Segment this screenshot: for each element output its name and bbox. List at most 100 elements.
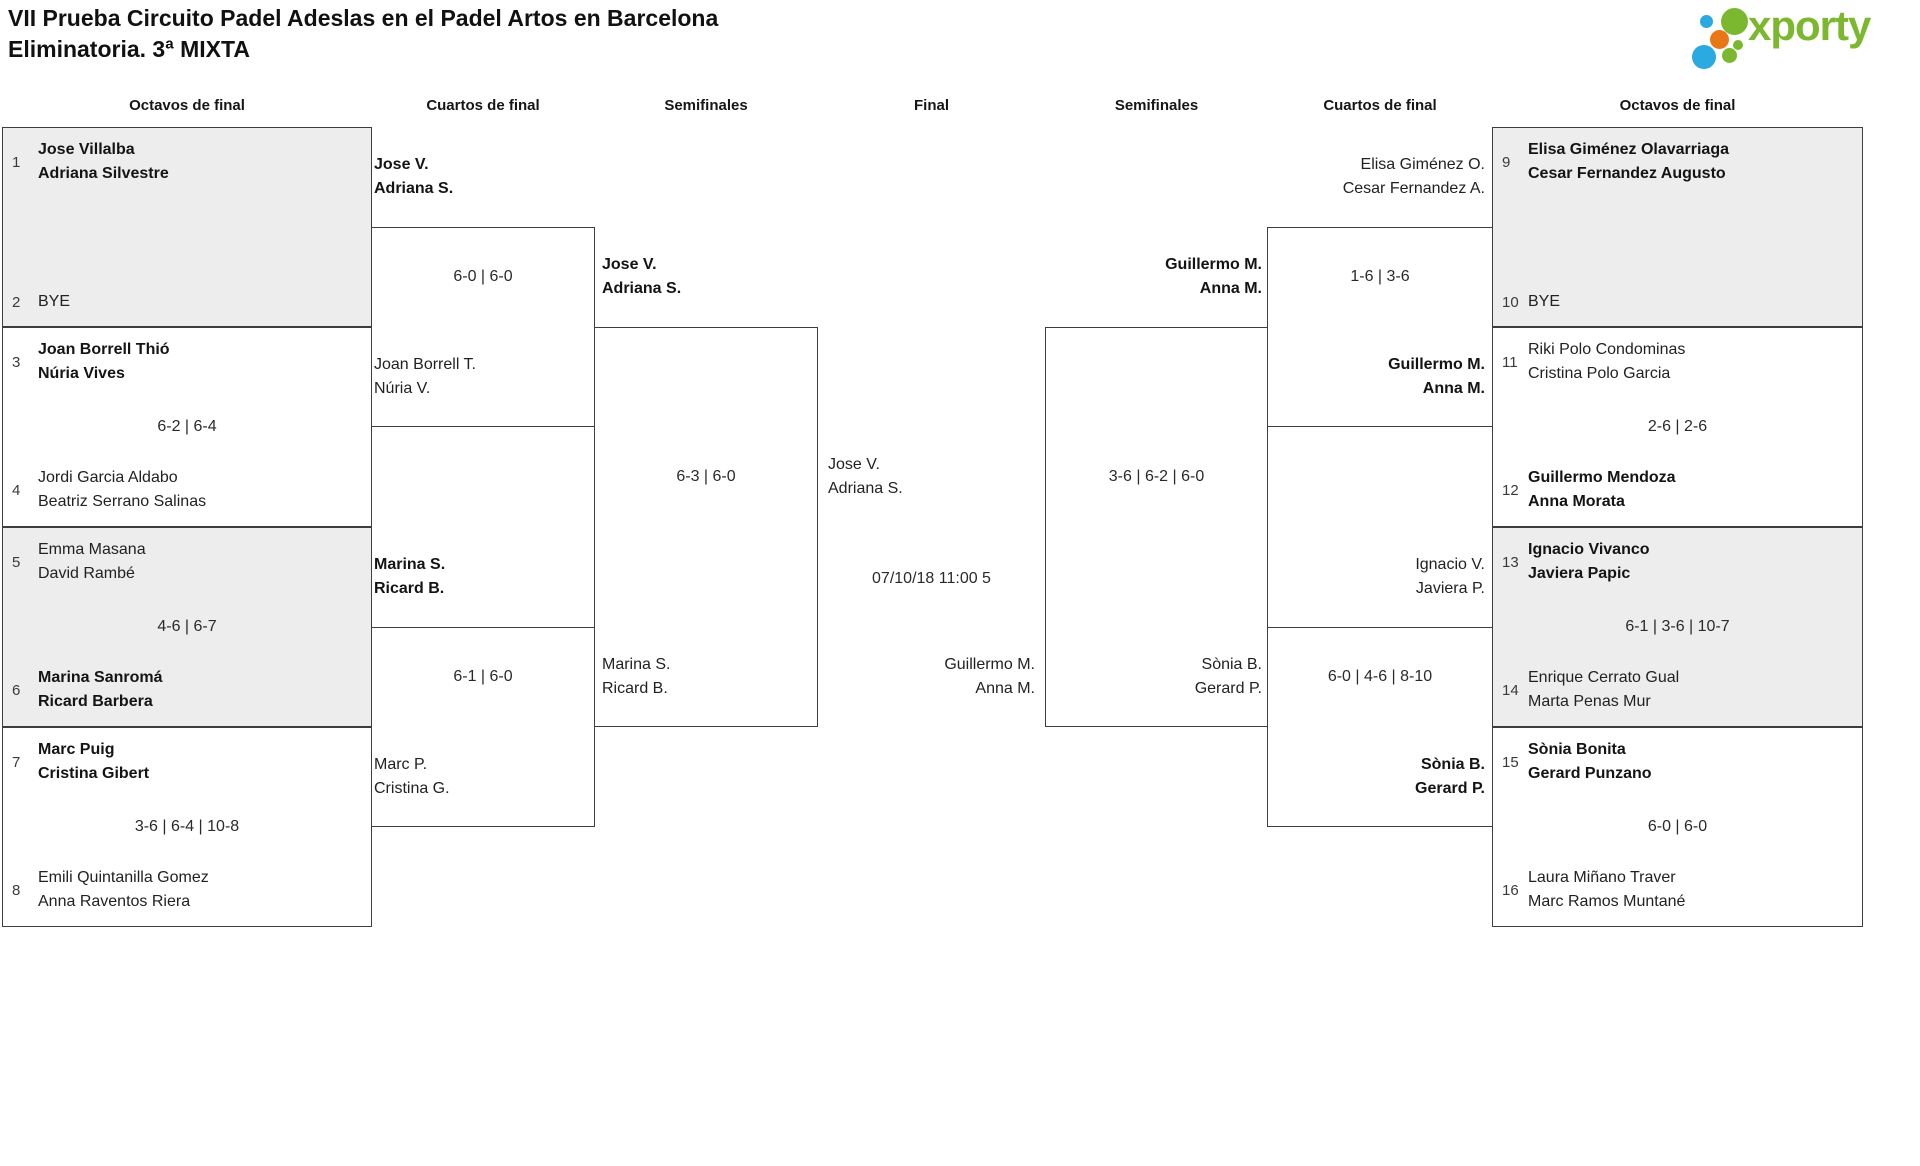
- seed-number: 10: [1502, 293, 1519, 311]
- final-left-team: Jose V.Adriana S.: [828, 456, 903, 497]
- qf-left-1-top-team: Jose V.Adriana S.: [374, 156, 454, 197]
- qf-left-1-score: 6-0 | 6-0: [453, 268, 513, 285]
- final-datetime: 07/10/18 11:00 5: [872, 570, 991, 587]
- seed-number: 7: [12, 753, 21, 771]
- team-names: BYE: [1528, 293, 1561, 310]
- qf-left-2-top-team: Marina S.Ricard B.: [374, 556, 446, 597]
- logo-dot-green-tiny: [1733, 40, 1743, 50]
- round-subtitle: Eliminatoria. 3ª MIXTA: [8, 36, 250, 62]
- qf-right-2-box: [1267, 627, 1493, 827]
- seed-number: 3: [12, 353, 21, 371]
- seed-number: 4: [12, 481, 21, 499]
- qf-right-1-top-team: Elisa Giménez O.Cesar Fernandez A.: [1342, 156, 1485, 197]
- header-semis-right: Semifinales: [1114, 97, 1199, 114]
- qf-right-1-box: [1267, 227, 1493, 427]
- qf-right-1-bottom-team: Guillermo M.Anna M.: [1388, 356, 1485, 397]
- qf-left-2-box: [371, 627, 595, 827]
- tournament-name: VII Prueba Circuito Padel Adeslas en el …: [8, 5, 719, 31]
- logo-dot-blue-small: [1700, 15, 1713, 28]
- sf-right-box: [1045, 327, 1268, 727]
- seed-number: 5: [12, 553, 21, 571]
- seed-number: 2: [12, 293, 21, 311]
- header-final: Final: [913, 97, 949, 114]
- team-entry: 2 BYE: [3, 290, 371, 314]
- logo-dot-orange: [1710, 30, 1729, 49]
- sf-right-score: 3-6 | 6-2 | 6-0: [1108, 468, 1205, 485]
- match-score: 4-6 | 6-7: [157, 618, 217, 635]
- seed-number: 12: [1502, 481, 1519, 499]
- logo-dot-green-large: [1721, 8, 1748, 35]
- match-score: 6-2 | 6-4: [157, 418, 217, 435]
- team-names: BYE: [38, 293, 71, 310]
- team-entry: 10 BYE: [1493, 290, 1862, 314]
- seed-number: 11: [1502, 353, 1518, 371]
- qf-left-1-bottom-team: Joan Borrell T.Núria V.: [374, 356, 476, 397]
- sf-left-bottom-team: Marina S.Ricard B.: [602, 656, 671, 697]
- match-score: 6-0 | 6-0: [1647, 818, 1708, 835]
- seed-number: 6: [12, 681, 21, 699]
- logo-dot-green-small: [1722, 48, 1737, 63]
- qf-left-2-score: 6-1 | 6-0: [453, 668, 513, 685]
- seed-number: 8: [12, 881, 21, 899]
- match-score: 2-6 | 2-6: [1647, 418, 1708, 435]
- qf-left-2-bottom-team: Marc P.Cristina G.: [374, 756, 450, 797]
- match-score: 3-6 | 6-4 | 10-8: [134, 818, 240, 835]
- qf-right-2-score: 6-0 | 4-6 | 8-10: [1327, 668, 1433, 685]
- seed-number: 13: [1502, 553, 1519, 571]
- sf-left-box: [594, 327, 818, 727]
- logo-dot-blue-large: [1692, 45, 1716, 69]
- header-octavos-left: Octavos de final: [129, 97, 245, 114]
- qf-right-1-score: 1-6 | 3-6: [1350, 268, 1410, 285]
- sf-right-bottom-team: Sònia B.Gerard P.: [1194, 656, 1262, 697]
- qf-right-2-bottom-team: Sònia B.Gerard P.: [1415, 756, 1485, 797]
- sf-left-score: 6-3 | 6-0: [676, 468, 736, 485]
- header-semis-left: Semifinales: [664, 97, 748, 114]
- seed-number: 14: [1502, 681, 1519, 699]
- seed-number: 16: [1502, 881, 1519, 899]
- match-score: 6-1 | 3-6 | 10-7: [1625, 618, 1730, 635]
- seed-number: 15: [1502, 753, 1519, 771]
- header-octavos-right: Octavos de final: [1619, 97, 1736, 114]
- sf-left-top-team: Jose V.Adriana S.: [602, 256, 682, 297]
- header-cuartos-left: Cuartos de final: [426, 97, 540, 114]
- xporty-logo[interactable]: xporty: [1690, 2, 1916, 72]
- sf-right-top-team: Guillermo M.Anna M.: [1165, 256, 1262, 297]
- logo-wordmark: xporty: [1748, 2, 1871, 49]
